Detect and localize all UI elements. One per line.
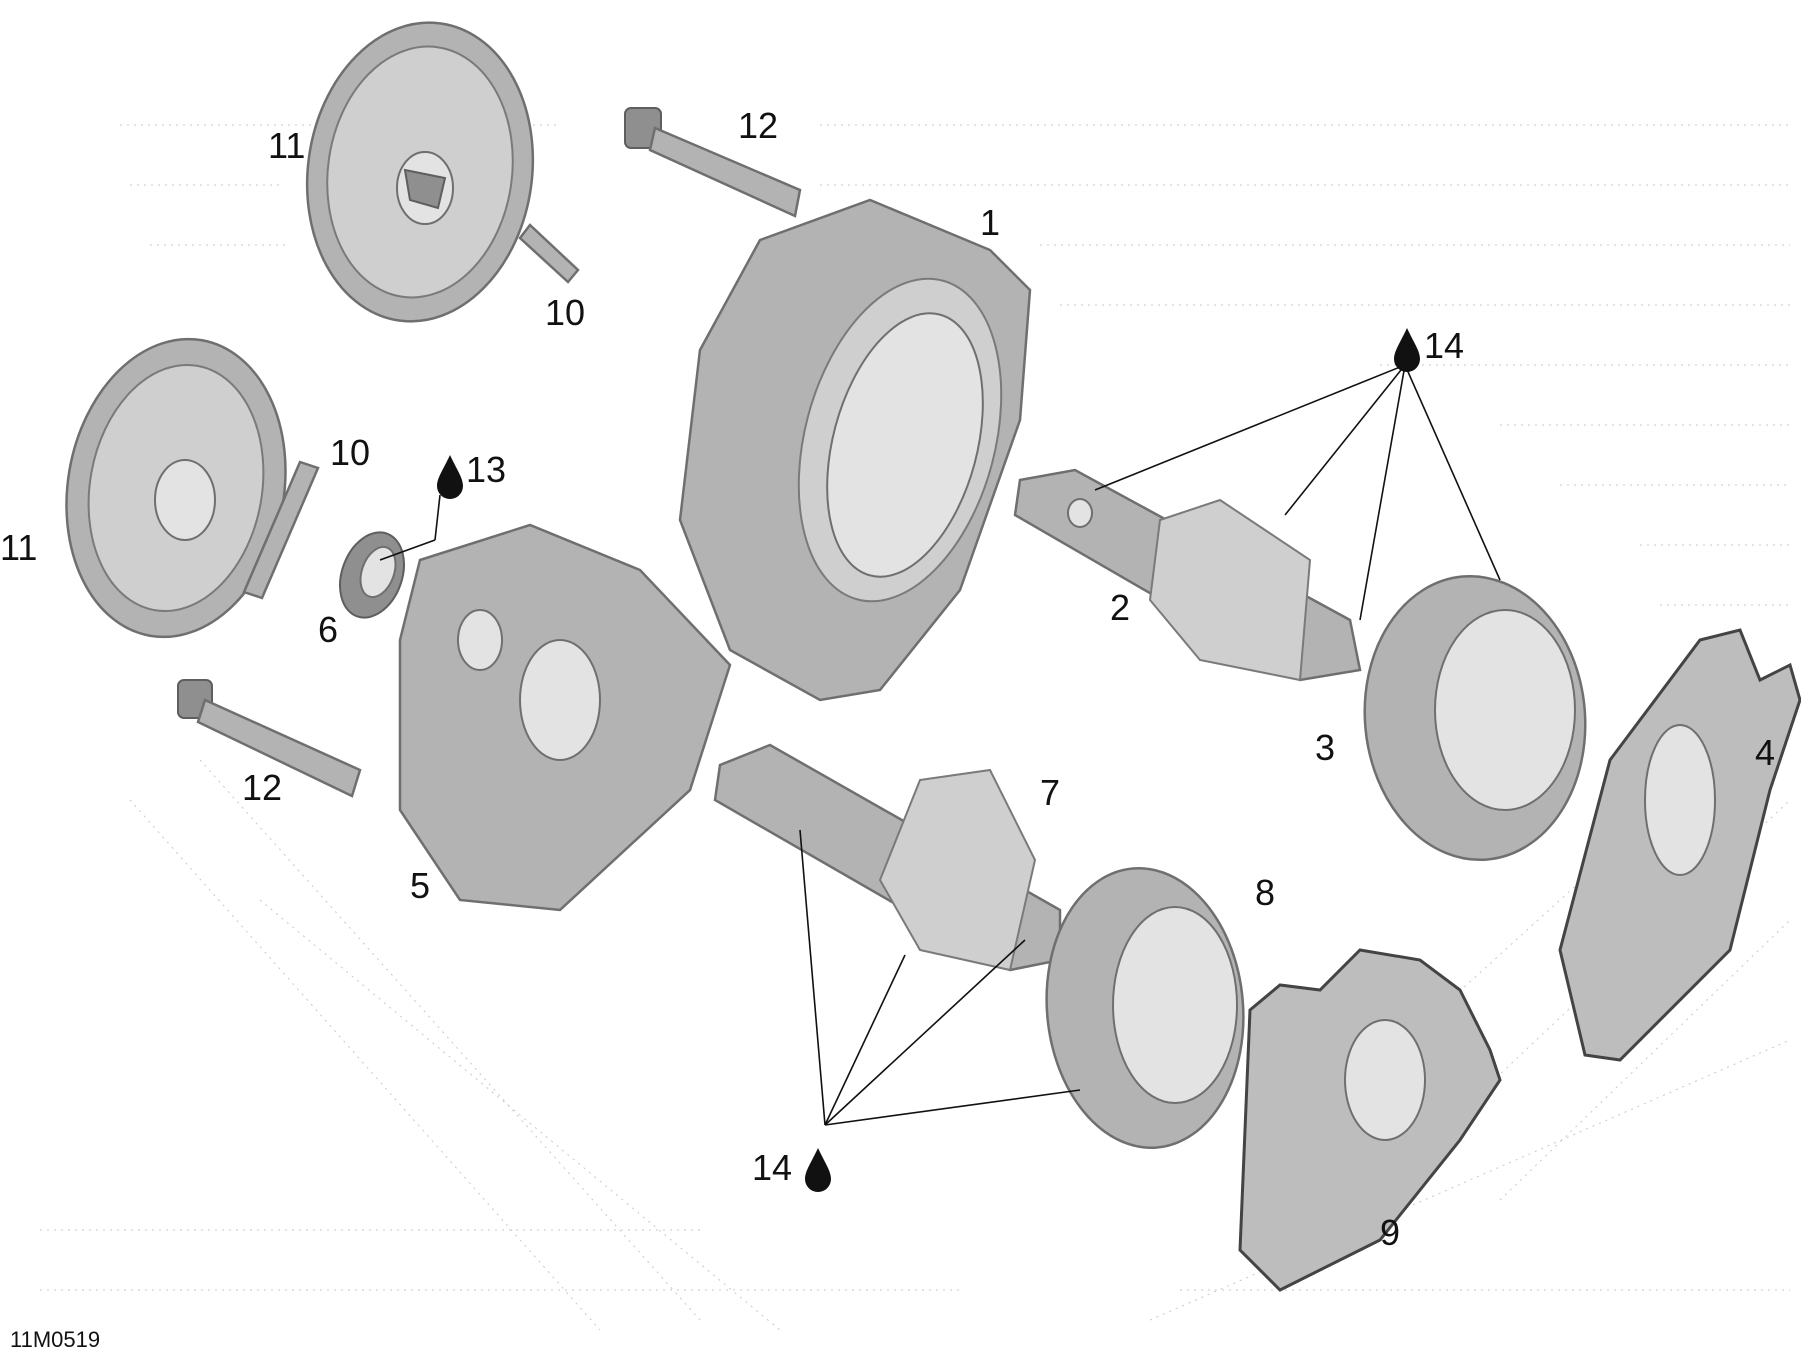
callout-13: 13 [466,449,506,490]
seal-ring [339,531,405,619]
callout-8: 8 [1255,872,1275,913]
callout-14-upper: 14 [1424,325,1464,366]
rotor-shaft-lower [713,743,1062,972]
bolt-upper [624,107,802,218]
outer-rotor-lower [1045,867,1245,1149]
bolt-lower [177,679,362,798]
leader-lines [379,364,1501,1126]
callout-12-upper: 12 [738,105,778,146]
gear-lower [65,337,287,639]
callout-14-lower: 14 [752,1147,792,1188]
callout-10-upper: 10 [545,292,585,333]
callout-11-upper: 11 [268,125,305,166]
outer-rotor-upper [1363,574,1587,862]
callout-9: 9 [1380,1212,1400,1253]
callout-3: 3 [1315,727,1335,768]
rotor-shaft-upper [1013,468,1362,682]
callout-6: 6 [318,609,338,650]
pump-cover [398,523,732,912]
oil-drop-icon-14-upper [1394,328,1420,372]
gear-upper [305,21,535,323]
callout-4: 4 [1755,732,1775,773]
figure-code: 11M0519 [10,1327,100,1352]
callout-5: 5 [410,865,430,906]
callout-1: 1 [980,202,1000,243]
oil-drop-icon-14-lower [805,1148,831,1192]
pump-housing [678,198,1032,702]
callout-2: 2 [1110,587,1130,628]
callout-7: 7 [1040,772,1060,813]
oil-drop-icon-13 [437,455,463,499]
callout-10-lower: 10 [330,432,370,473]
gasket-upper [1558,628,1801,1062]
callout-labels: 1 2 3 4 5 6 7 8 9 10 10 11 11 12 12 13 1… [0,105,1775,1253]
dowel-pin-lower [242,460,320,600]
dowel-pin-upper [518,223,580,284]
callout-12-lower: 12 [242,767,282,808]
gasket-lower [1238,948,1502,1292]
callout-11-lower: 11 [0,527,37,568]
